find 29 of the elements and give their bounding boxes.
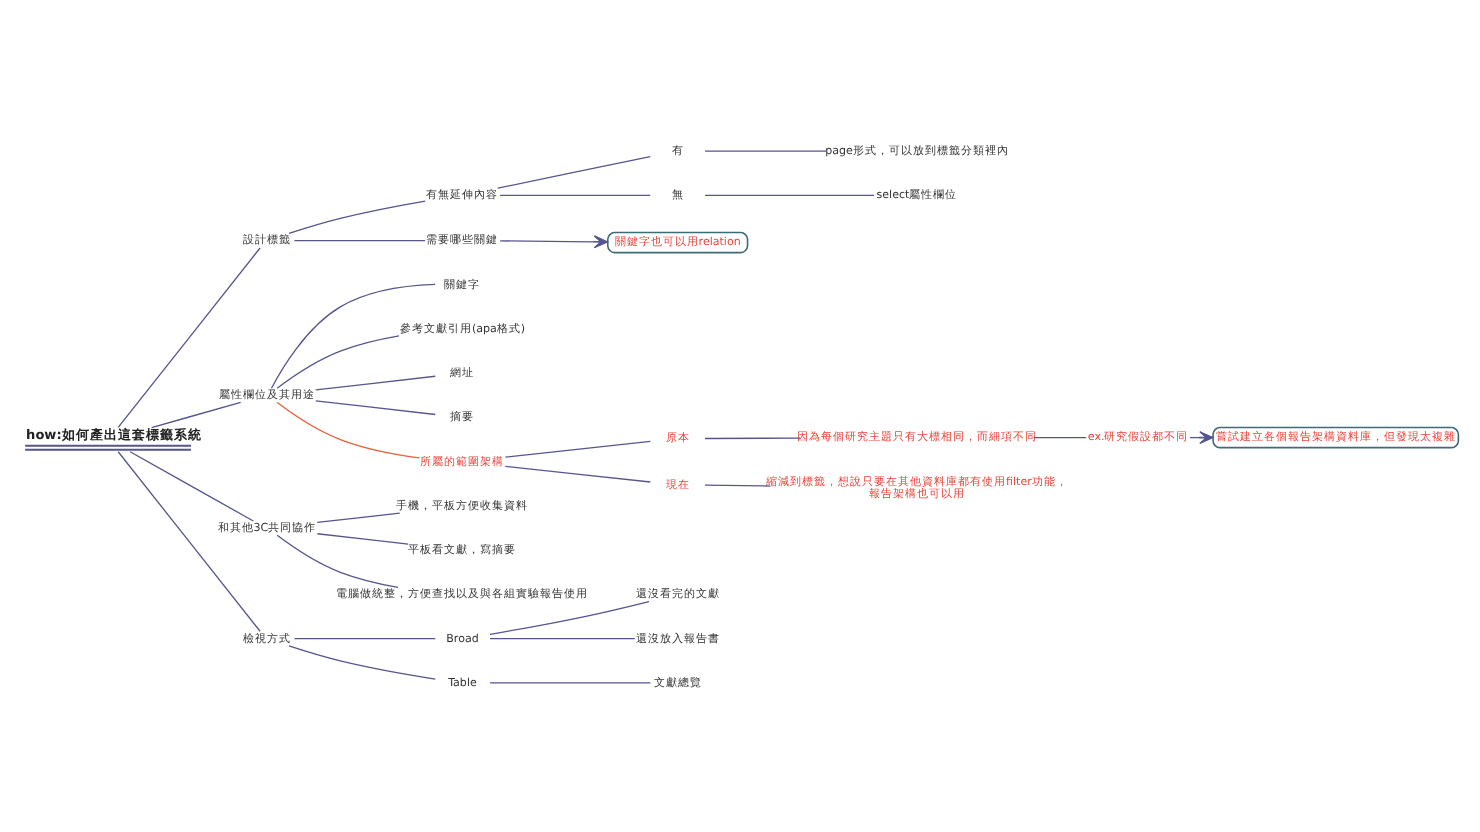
connector	[276, 400, 421, 458]
connector	[504, 464, 651, 482]
connector	[316, 532, 409, 544]
connector	[315, 374, 436, 390]
connector	[1033, 435, 1087, 438]
connector	[276, 533, 399, 588]
connector	[489, 599, 650, 634]
connector	[150, 400, 242, 428]
connector	[497, 154, 651, 188]
connector	[704, 483, 772, 486]
connector	[499, 193, 651, 195]
connector	[316, 511, 401, 523]
connector	[293, 637, 436, 639]
connector	[117, 450, 261, 631]
connector	[704, 193, 875, 195]
connector	[276, 334, 400, 388]
connector	[704, 149, 828, 151]
connector	[293, 238, 426, 241]
connector	[704, 436, 801, 439]
connector	[504, 439, 651, 457]
connector	[117, 246, 261, 428]
connector	[288, 644, 436, 679]
connector	[315, 399, 436, 415]
connector	[129, 450, 254, 521]
connector	[270, 282, 436, 388]
arrow	[499, 234, 609, 248]
connector	[288, 199, 426, 234]
connector	[489, 637, 636, 639]
connector	[489, 681, 652, 683]
